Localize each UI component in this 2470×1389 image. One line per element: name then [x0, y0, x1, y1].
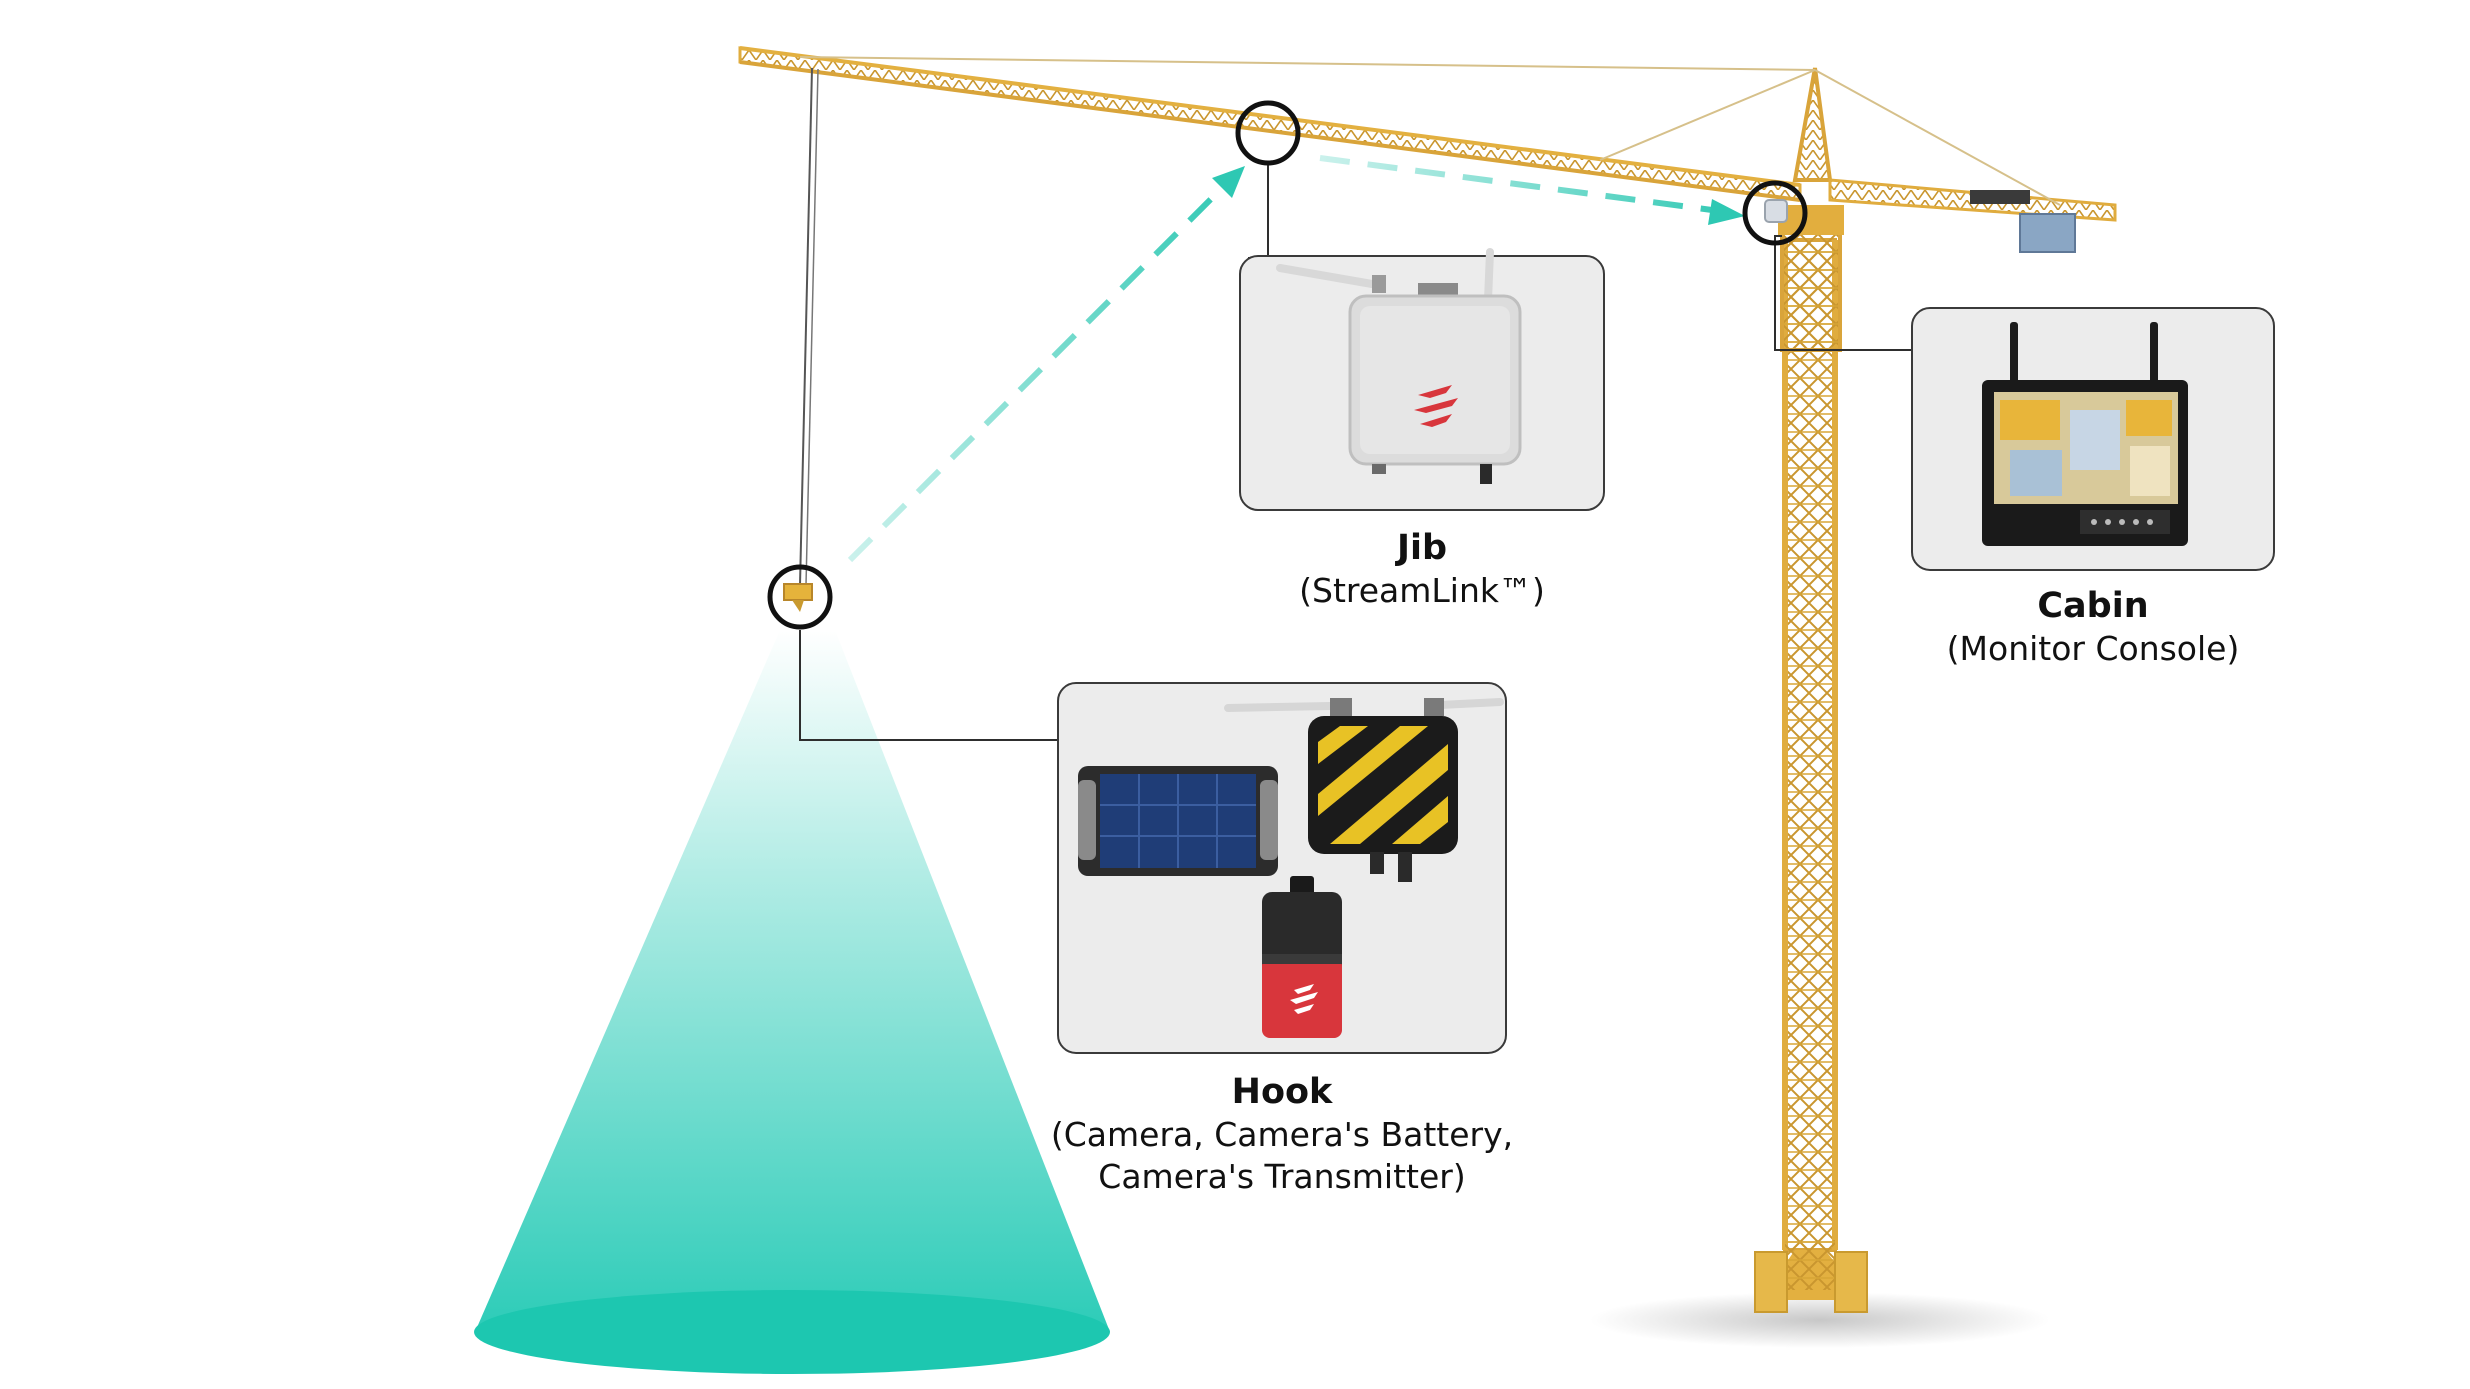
jib-title: Jib	[1396, 528, 1448, 568]
signal-arrow-jib-to-cabin	[1319, 155, 1745, 225]
jib-subtitle: (StreamLink™)	[1299, 571, 1545, 610]
signal-arrow-hook-to-jib	[847, 166, 1245, 563]
jib-marker-ring	[1235, 100, 1301, 166]
camera-view-cone	[474, 630, 1110, 1374]
solar-panel-icon	[1078, 766, 1278, 876]
crane-slewing-unit	[1778, 67, 1844, 352]
jib-label: Jib (StreamLink™)	[1240, 526, 1604, 612]
cabin-camera-dome	[1764, 199, 1788, 223]
hoist-cable	[799, 67, 819, 586]
hook-label: Hook (Camera, Camera's Battery, Camera's…	[1032, 1070, 1532, 1198]
hook-title: Hook	[1231, 1072, 1333, 1112]
crane-counter-jib	[1814, 69, 2117, 253]
cabin-title: Cabin	[2037, 586, 2149, 626]
hook-subtitle-line-2: Camera's Transmitter)	[1098, 1157, 1466, 1196]
cabin-subtitle: (Monitor Console)	[1946, 629, 2240, 668]
hook-subtitle-line-1: (Camera, Camera's Battery,	[1050, 1115, 1514, 1154]
camera-battery-icon	[1262, 876, 1342, 1038]
hook-marker-ring	[767, 564, 833, 630]
jib-callout	[1239, 248, 1605, 511]
cabin-callout	[1911, 307, 2275, 571]
transmitter-box-icon	[1224, 698, 1504, 882]
streamlink-device-icon	[1276, 248, 1522, 484]
cabin-label: Cabin (Monitor Console)	[1912, 584, 2274, 670]
hook-callout	[1057, 682, 1507, 1054]
crane-hook-block	[783, 583, 813, 612]
crane-jib	[738, 46, 1816, 202]
ground-shadow	[1590, 1292, 2050, 1348]
monitor-console-icon	[1982, 322, 2188, 546]
cabin-marker-ring	[1742, 180, 1808, 246]
crane-tower	[1754, 238, 1868, 1313]
